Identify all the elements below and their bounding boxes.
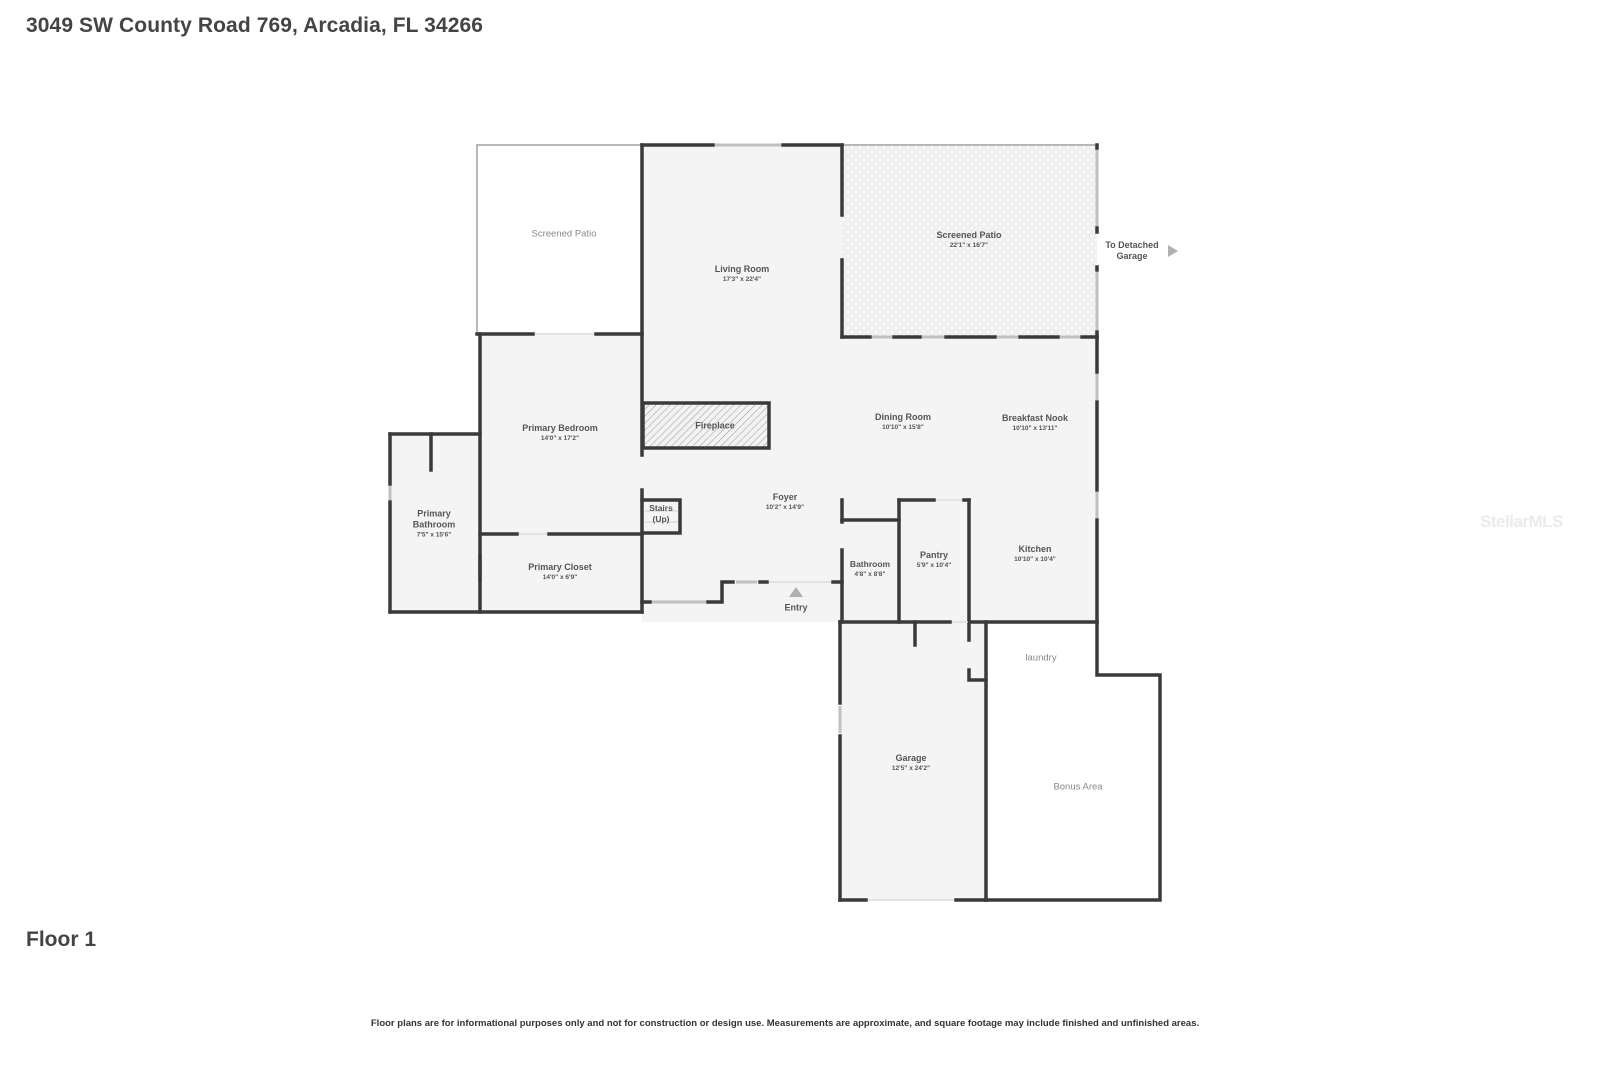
- room-name: Primary: [417, 508, 451, 519]
- room-laundry: laundry: [1025, 653, 1056, 664]
- detached-garage-arrow-icon: [1168, 245, 1178, 257]
- room-dimensions: 17'3" x 22'4": [722, 276, 762, 283]
- room-name: Primary Closet: [528, 562, 592, 572]
- room-dimensions: 14'0" x 6'9": [542, 574, 578, 581]
- room-breakfast-nook: Breakfast Nook 10'10" x 13'11": [1002, 413, 1068, 433]
- room-dimensions: 10'10" x 10'4": [1014, 556, 1056, 563]
- annotation-line: Garage: [1116, 251, 1148, 261]
- entry-label: Entry: [784, 603, 807, 614]
- room-name: Kitchen: [1018, 544, 1052, 554]
- room-name: Foyer: [772, 492, 798, 502]
- room-primary-closet: Primary Closet 14'0" x 6'9": [528, 562, 592, 582]
- room-dimensions: 10'2" x 14'9": [765, 504, 805, 511]
- walls: [388, 143, 1162, 902]
- annotation-line: To Detached: [1105, 240, 1159, 250]
- room-name: Garage: [895, 753, 927, 763]
- room-pantry: Pantry 5'9" x 10'4": [917, 550, 952, 570]
- screen-walls: [476, 144, 1097, 334]
- stair-treads: [645, 510, 678, 523]
- room-name: Bathroom: [412, 519, 456, 530]
- room-name: Living Room: [714, 264, 770, 274]
- windows: [388, 143, 1099, 733]
- mls-watermark: StellarMLS: [1480, 512, 1563, 531]
- floor-label: Floor 1: [26, 928, 97, 951]
- room-name: Bathroom: [849, 559, 891, 569]
- room-living-room: Living Room 17'3" x 22'4": [715, 264, 770, 284]
- room-dimensions: 5'9" x 10'4": [916, 562, 952, 569]
- room-dimensions: 10'10" x 15'8": [882, 424, 924, 431]
- room-screened-patio-left: Screened Patio: [532, 229, 597, 240]
- disclaimer-text: Floor plans are for informational purpos…: [370, 1018, 1200, 1029]
- room-bonus-area: Bonus Area: [1053, 782, 1102, 793]
- room-name: Primary Bedroom: [522, 423, 598, 433]
- room-name: Screened Patio: [936, 230, 1002, 240]
- room-dimensions: 7'5" x 15'6": [416, 531, 452, 539]
- room-name: Stairs: [649, 503, 673, 513]
- room-dimensions: 22'1" x 16'7": [949, 242, 989, 249]
- room-primary-bedroom: Primary Bedroom 14'0" x 17'2": [522, 423, 598, 443]
- floor-fills: [390, 145, 1097, 900]
- to-detached-garage-label: To Detached Garage: [1105, 240, 1158, 262]
- room-name: Bonus Area: [1053, 781, 1103, 793]
- entry-arrow-icon: [789, 587, 803, 597]
- room-name: laundry: [1025, 652, 1057, 664]
- room-name: Fireplace: [695, 420, 735, 431]
- room-dimensions: 12'5" x 24'2": [891, 765, 931, 772]
- room-garage: Garage 12'5" x 24'2": [892, 753, 930, 773]
- property-address: 3049 SW County Road 769, Arcadia, FL 342…: [26, 14, 484, 37]
- room-foyer: Foyer 10'2" x 14'9": [766, 492, 804, 512]
- room-bathroom: Bathroom 4'8" x 8'8": [850, 559, 890, 579]
- room-kitchen: Kitchen 10'10" x 10'4": [1014, 544, 1056, 564]
- room-name: Breakfast Nook: [1001, 413, 1069, 423]
- room-dining-room: Dining Room 10'10" x 15'8": [875, 412, 931, 432]
- room-dimensions: 14'0" x 17'2": [540, 435, 580, 442]
- room-name: Screened Patio: [531, 228, 597, 240]
- room-fireplace: Fireplace: [695, 421, 735, 432]
- room-name: Dining Room: [875, 412, 931, 422]
- room-screened-patio-right: Screened Patio 22'1" x 16'7": [936, 230, 1001, 250]
- room-primary-bathroom: Primary Bathroom 7'5" x 15'6": [413, 509, 456, 540]
- annotation-line: Entry: [784, 602, 808, 613]
- door-openings: [519, 333, 968, 901]
- room-stairs: Stairs (Up): [649, 503, 673, 525]
- room-name: (Up): [652, 514, 670, 524]
- room-dimensions: 4'8" x 8'8": [854, 571, 886, 578]
- room-dimensions: 10'10" x 13'11": [1012, 425, 1058, 432]
- room-name: Pantry: [919, 550, 948, 560]
